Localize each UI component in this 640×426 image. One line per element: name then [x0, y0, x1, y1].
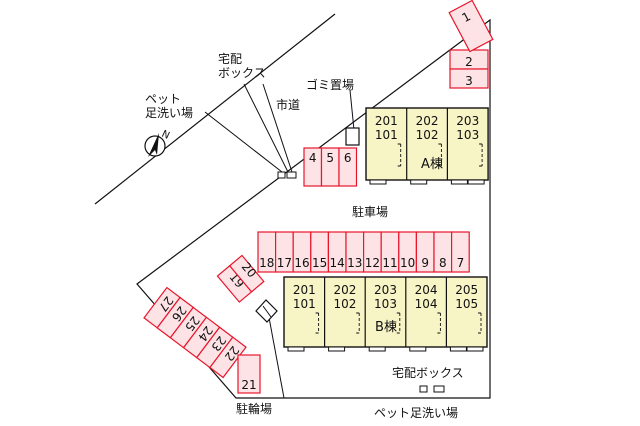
parking-space-6: 6 [338, 147, 358, 187]
parking-space-20: 20 [228, 254, 265, 293]
parking-space-5: 5 [320, 147, 340, 187]
svg-text:104: 104 [415, 297, 438, 311]
parking-space-17: 17 [275, 231, 294, 273]
parking-space-2: 2 [449, 49, 489, 70]
svg-text:4: 4 [309, 151, 317, 165]
parking-space-21: 21 [237, 354, 261, 394]
compass-north-label: N [160, 129, 171, 142]
svg-text:103: 103 [456, 128, 479, 142]
svg-text:11: 11 [382, 256, 397, 270]
building-name: B棟 [375, 320, 397, 335]
parking-space-9: 9 [415, 231, 435, 273]
svg-text:102: 102 [416, 128, 439, 142]
parking-space-11: 11 [380, 231, 400, 273]
road-label: 市道 [276, 98, 301, 112]
parking-space-15: 15 [310, 231, 329, 273]
svg-text:16: 16 [294, 256, 309, 270]
parking-space-3: 3 [449, 68, 489, 89]
parking-space-18: 18 [257, 231, 277, 273]
svg-text:105: 105 [455, 297, 478, 311]
svg-text:17: 17 [277, 256, 292, 270]
svg-text:9: 9 [421, 256, 429, 270]
svg-text:18: 18 [259, 256, 274, 270]
delivery-box-label-bottom: 宅配ボックス [392, 366, 464, 380]
svg-text:101: 101 [375, 128, 398, 142]
svg-text:203: 203 [374, 283, 397, 297]
svg-text:8: 8 [439, 256, 447, 270]
svg-text:201: 201 [293, 283, 316, 297]
svg-text:103: 103 [374, 297, 397, 311]
delivery-box-icon [286, 171, 297, 179]
svg-text:5: 5 [326, 151, 334, 165]
svg-text:21: 21 [241, 378, 256, 392]
parking-label: 駐車場 [352, 205, 389, 219]
svg-text:13: 13 [347, 256, 362, 270]
svg-text:202: 202 [416, 114, 439, 128]
svg-text:203: 203 [456, 114, 479, 128]
pet-wash-label-bottom: ペット足洗い場 [374, 406, 459, 420]
parking-space-10: 10 [398, 231, 417, 273]
building-name: A棟 [421, 157, 443, 172]
svg-text:101: 101 [293, 297, 316, 311]
pet-wash-icon [277, 171, 286, 179]
svg-text:12: 12 [365, 256, 380, 270]
delivery-box-label-top: 宅配 ボックス [218, 52, 266, 80]
parking-space-13: 13 [345, 231, 365, 273]
garbage-station [345, 127, 360, 146]
parking-space-number: 3 [465, 74, 473, 88]
leader-lines [204, 83, 355, 399]
svg-text:102: 102 [333, 297, 356, 311]
parking-space-12: 12 [363, 231, 382, 273]
svg-text:15: 15 [312, 256, 327, 270]
parking-space-14: 14 [327, 231, 347, 273]
parking-space-7: 7 [451, 231, 470, 273]
parking-space-16: 16 [292, 231, 312, 273]
parking-space-number: 2 [465, 55, 473, 69]
pet-wash-label-top: ペット 足洗い場 [145, 92, 194, 120]
svg-text:14: 14 [330, 256, 345, 270]
delivery-box-icon-bottom [433, 385, 445, 393]
parking-space-4: 4 [303, 147, 323, 187]
parking-space-1: 1 [448, 0, 494, 53]
svg-text:6: 6 [344, 151, 352, 165]
svg-text:205: 205 [455, 283, 478, 297]
pet-wash-icon-bottom [419, 385, 428, 393]
bicycle-parking-label: 駐輪場 [236, 402, 273, 416]
parking-space-8: 8 [433, 231, 453, 273]
svg-text:204: 204 [415, 283, 438, 297]
svg-text:7: 7 [457, 256, 465, 270]
svg-text:10: 10 [400, 256, 415, 270]
svg-text:201: 201 [375, 114, 398, 128]
road-edge [94, 13, 336, 205]
garbage-label: ゴミ置場 [306, 78, 355, 92]
parking-space-22: 22 [209, 336, 247, 379]
svg-text:202: 202 [333, 283, 356, 297]
compass-icon: N [144, 129, 171, 157]
